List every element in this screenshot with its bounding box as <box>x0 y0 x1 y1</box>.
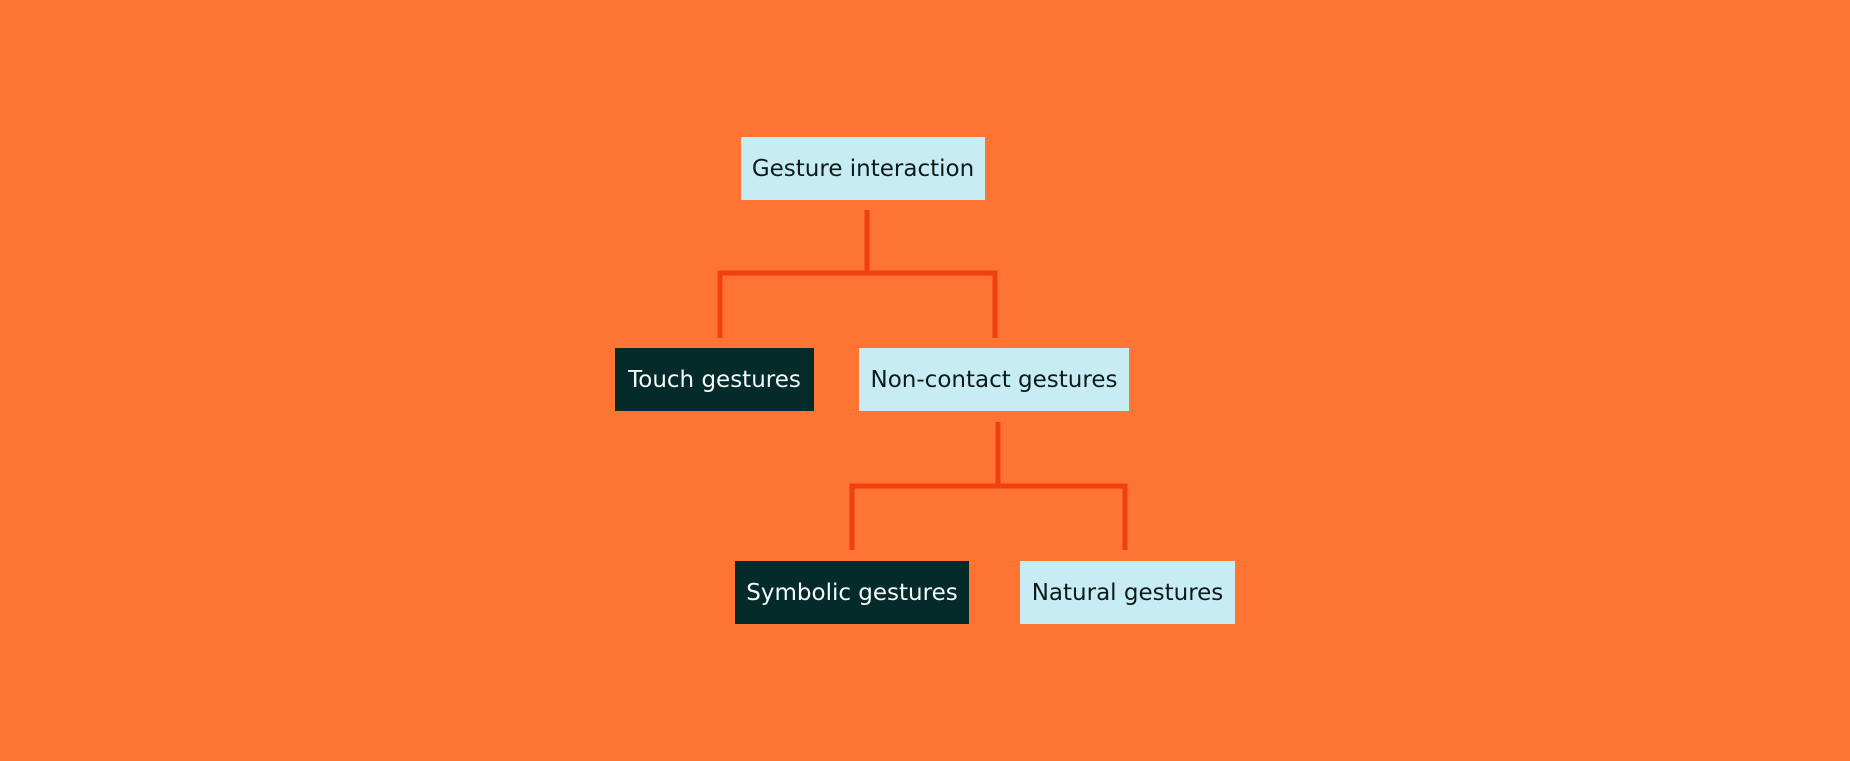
node-natural-gestures: Natural gestures <box>1020 561 1235 624</box>
node-label: Non-contact gestures <box>870 366 1118 393</box>
connector-noncontact-children <box>849 422 1128 550</box>
node-label: Touch gestures <box>628 366 801 393</box>
node-symbolic-gestures: Symbolic gestures <box>735 561 969 624</box>
node-label: Symbolic gestures <box>746 579 958 606</box>
node-gesture-interaction: Gesture interaction <box>741 137 985 200</box>
node-label: Gesture interaction <box>751 155 975 182</box>
node-touch-gestures: Touch gestures <box>615 348 814 411</box>
node-label: Natural gestures <box>1031 579 1224 606</box>
connector-root-children <box>717 210 998 338</box>
node-non-contact-gestures: Non-contact gestures <box>859 348 1129 411</box>
